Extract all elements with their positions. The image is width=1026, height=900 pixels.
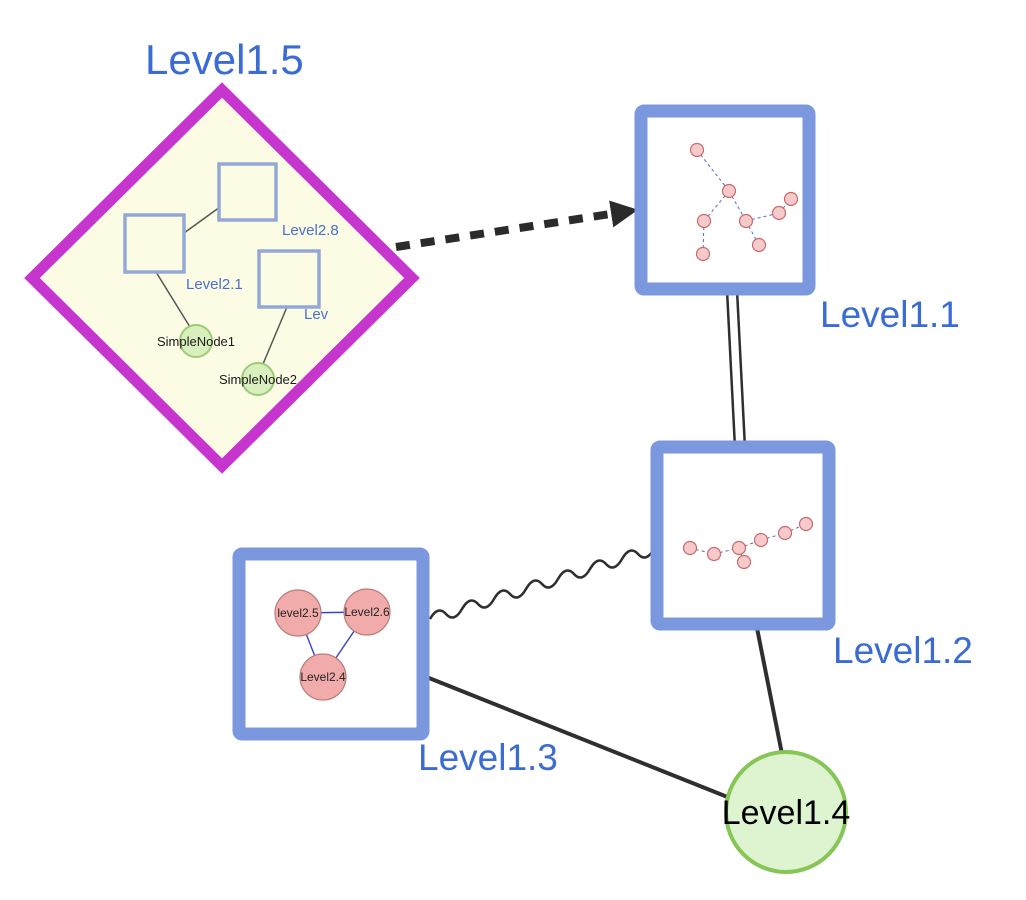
edge-level2-1-level2-8[interactable] [183, 206, 221, 234]
node-simplenode2-circle[interactable] [241, 362, 275, 396]
node-level2-4-circle[interactable] [299, 653, 347, 701]
mini-graph-node[interactable] [771, 205, 787, 221]
mini-graph-node[interactable] [689, 142, 705, 158]
mini-graph-node[interactable] [696, 213, 712, 229]
node-level1-4-circle[interactable] [724, 750, 848, 874]
node-level1-5-group: Level2.8 Level2.1 Lev SimpleNode1 Simple… [24, 82, 420, 474]
mini-graph-node[interactable] [721, 183, 737, 199]
node-level1-1-square[interactable] [634, 104, 816, 296]
node-level2-8-label: Level2.8 [282, 222, 339, 239]
node-level2-5-label: level2.5 [277, 606, 319, 620]
edge-level13-level12-wavy[interactable] [428, 548, 656, 620]
node-simplenode1-circle[interactable] [179, 324, 213, 358]
edge-level13-level14[interactable] [423, 674, 731, 800]
mini-graph-node[interactable] [682, 540, 698, 556]
node-level1-3-label: Level1.3 [418, 737, 558, 778]
mini-graph-node[interactable] [731, 540, 747, 556]
node-level1-5-title: Level1.5 [145, 36, 304, 83]
mini-graph-node[interactable] [798, 516, 814, 532]
mini-graph-node[interactable] [783, 191, 799, 207]
mini-graph-node[interactable] [753, 532, 769, 548]
node-simplenode1-label: SimpleNode1 [157, 334, 235, 349]
edge-level12-level14[interactable] [754, 622, 784, 755]
edge-level11-level12-line1[interactable] [725, 289, 737, 449]
mini-graph-node[interactable] [736, 554, 752, 570]
mini-graph-node[interactable] [706, 546, 722, 562]
node-level1-4-label: Level1.4 [722, 794, 851, 832]
node-level2-1-label: Level2.1 [186, 276, 243, 293]
mini-graph-edge[interactable] [713, 547, 740, 555]
minigraph-level1-1 [689, 142, 799, 262]
mini-graph-node[interactable] [751, 237, 767, 253]
node-level2-8-square[interactable] [217, 162, 278, 222]
edge-level11-level12-line2[interactable] [735, 289, 747, 449]
node-level1-1-label: Level1.1 [820, 294, 960, 335]
node-level1-2-label: Level1.2 [833, 630, 973, 671]
node-simplenode2-label: SimpleNode2 [219, 372, 297, 387]
node-level1-3-content: level2.5 Level2.6 Level2.4 [274, 588, 391, 701]
mini-graph-node[interactable] [777, 525, 793, 541]
node-level1-2-square[interactable] [650, 440, 836, 631]
edge-level2-1-simplenode1[interactable] [155, 271, 191, 328]
node-level1-5-diamond[interactable] [24, 82, 420, 474]
node-level2-1-square[interactable] [123, 213, 186, 274]
node-level1-3-square[interactable] [232, 547, 430, 741]
node-level2-5-circle[interactable] [274, 589, 322, 637]
node-level2-4-label: Level2.4 [300, 670, 346, 684]
node-lev-square[interactable] [257, 249, 321, 309]
mini-graph-edge[interactable] [696, 149, 730, 192]
mini-graph-node[interactable] [695, 246, 711, 262]
node-level2-6-label: Level2.6 [344, 605, 390, 619]
edge-level15-level11-dashed-arrow[interactable] [395, 200, 639, 251]
node-lev-label: Lev [304, 306, 329, 323]
mini-graph-edge[interactable] [745, 220, 760, 246]
minigraph-level1-2 [682, 516, 814, 570]
node-level2-6-circle[interactable] [343, 588, 391, 636]
edge-lev-simplenode2[interactable] [262, 306, 288, 365]
mini-graph-node[interactable] [738, 213, 754, 229]
